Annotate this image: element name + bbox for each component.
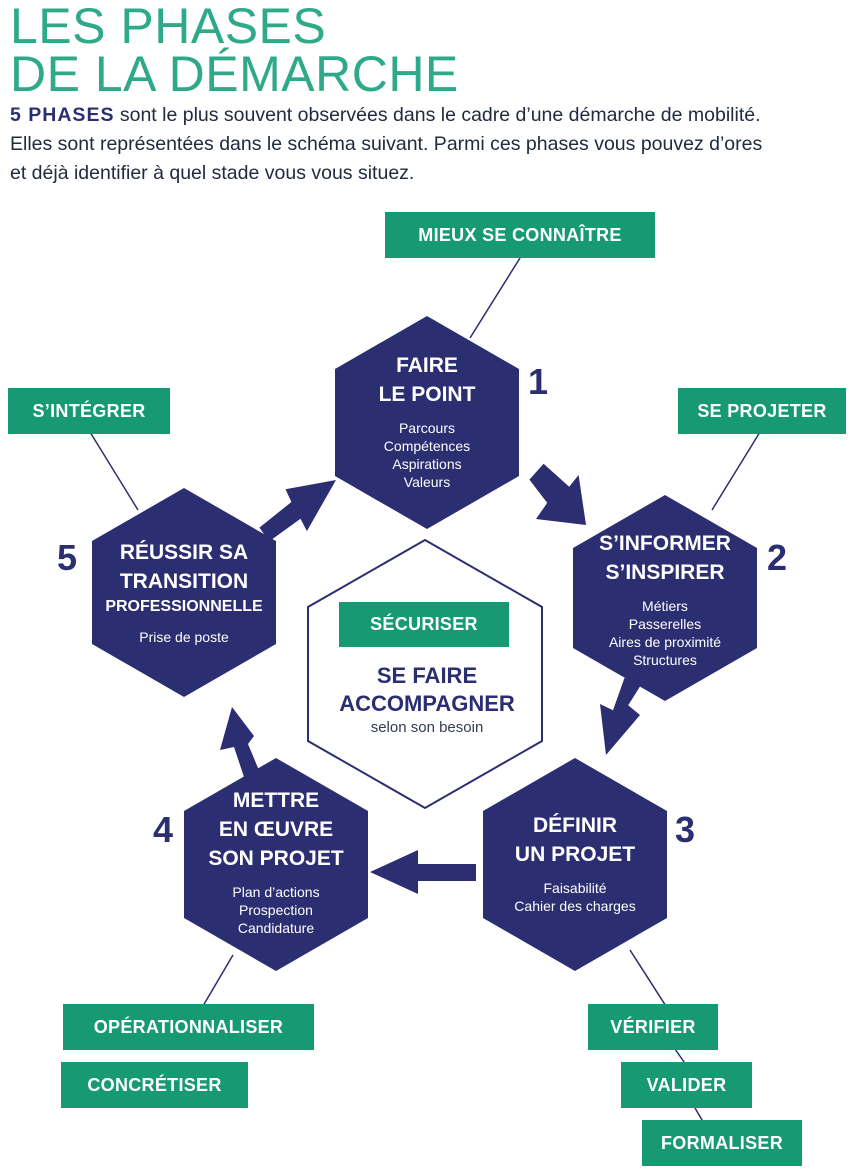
hexagon-phase-3 xyxy=(483,758,667,971)
intro-line-1: 5 PHASES sont le plus souvent observées … xyxy=(10,101,850,130)
phase-4-detail: Candidature xyxy=(237,920,315,936)
center-title-line-2: ACCOMPAGNER xyxy=(339,691,515,716)
phase-2-title-line-1: S’INFORMER xyxy=(599,532,731,555)
tag-se-projeter: SE PROJETER xyxy=(678,388,846,434)
tag-mieux-se-connaitre: MIEUX SE CONNAÎTRE xyxy=(385,212,655,258)
connector-se-projeter xyxy=(711,431,761,511)
tag-valider: VALIDER xyxy=(621,1062,752,1108)
arrow-2-to-3 xyxy=(600,677,642,755)
phase-5-content: RÉUSSIR SA TRANSITION PROFESSIONNELLE Pr… xyxy=(99,538,269,646)
intro-line-3: et déjà identifier à quel stade vous vou… xyxy=(10,162,415,184)
intro-paragraph: 5 PHASES sont le plus souvent observées … xyxy=(10,101,850,188)
phase-1-details: Parcours Compétences Aspirations Valeurs xyxy=(384,419,470,491)
phase-1-title-line-1: FAIRE xyxy=(396,354,458,377)
phase-number-1: 1 xyxy=(528,361,549,402)
phase-number-5: 5 xyxy=(57,537,78,578)
arrow-4-to-5 xyxy=(220,707,263,780)
center-content: SE FAIRE ACCOMPAGNER selon son besoin xyxy=(320,662,534,738)
arrow-3-to-4 xyxy=(370,850,476,894)
intro-line-2: Elles sont représentées dans le schéma s… xyxy=(10,133,763,155)
tag-s-integrer: S’INTÉGRER xyxy=(8,388,170,434)
phase-3-details: Faisabilité Cahier des charges xyxy=(514,879,635,915)
phase-1-title-line-2: LE POINT xyxy=(378,383,476,406)
connector-mieux-se-connaitre xyxy=(469,257,521,339)
tag-operationnaliser: OPÉRATIONNALISER xyxy=(63,1004,314,1050)
phase-1-detail: Valeurs xyxy=(403,474,451,490)
phase-4-title-line-1: METTRE xyxy=(232,789,320,812)
tag-securiser: SÉCURISER xyxy=(339,602,509,647)
center-subtitle: selon son besoin xyxy=(370,719,484,736)
phase-5-detail: Prise de poste xyxy=(139,629,229,645)
phase-4-title-line-3: SON PROJET xyxy=(208,847,344,870)
phase-arrows xyxy=(220,463,642,894)
phase-3-detail: Faisabilité xyxy=(543,880,607,896)
phase-4-details: Plan d’actions Prospection Candidature xyxy=(232,883,319,937)
phase-2-detail: Aires de proximité xyxy=(608,634,722,650)
phase-1-content: FAIRE LE POINT Parcours Compétences Aspi… xyxy=(345,351,509,491)
phase-2-detail: Structures xyxy=(633,652,697,668)
phase-5-title-line-1: RÉUSSIR SA xyxy=(119,541,249,564)
title-line-2: DE LA DÉMARCHE xyxy=(10,46,459,102)
intro-line-1-rest: sont le plus souvent observées dans le c… xyxy=(114,104,761,126)
title-line-1: LES PHASES xyxy=(10,0,327,54)
phase-2-detail: Passerelles xyxy=(628,616,702,632)
phase-2-details: Métiers Passerelles Aires de proximité S… xyxy=(609,597,721,669)
phase-4-detail: Plan d’actions xyxy=(232,884,320,900)
hexagon-phase-1 xyxy=(335,316,519,529)
center-title-line-1: SE FAIRE xyxy=(376,663,478,688)
phase-5-details: Prise de poste xyxy=(139,628,229,646)
phase-1-detail: Aspirations xyxy=(392,456,462,472)
phase-3-detail: Cahier des charges xyxy=(514,898,636,914)
phase-4-title-line-2: EN ŒUVRE xyxy=(218,818,334,841)
phase-number-2: 2 xyxy=(767,537,788,578)
hexagon-phase-5 xyxy=(92,488,276,697)
phase-2-detail: Métiers xyxy=(642,598,688,614)
intro-lead: 5 PHASES xyxy=(10,104,115,126)
tag-verifier: VÉRIFIER xyxy=(588,1004,718,1050)
connector-s-integrer xyxy=(89,431,139,511)
phase-2-title-line-2: S’INSPIRER xyxy=(605,561,725,584)
phase-number-4: 4 xyxy=(153,809,174,850)
phase-5-subtitle: PROFESSIONNELLE xyxy=(105,598,263,615)
phase-2-content: S’INFORMER S’INSPIRER Métiers Passerelle… xyxy=(578,529,752,669)
phase-1-detail: Compétences xyxy=(383,438,471,454)
phase-4-content: METTRE EN ŒUVRE SON PROJET Plan d’action… xyxy=(191,786,361,937)
phase-number-3: 3 xyxy=(675,809,696,850)
phase-3-title-line-1: DÉFINIR xyxy=(533,814,617,837)
hexagon-phase-2 xyxy=(573,495,757,701)
phase-3-title-line-2: UN PROJET xyxy=(514,843,636,866)
phase-1-detail: Parcours xyxy=(398,420,455,436)
arrow-5-to-1 xyxy=(259,480,336,542)
tag-concretiser: CONCRÉTISER xyxy=(61,1062,248,1108)
phase-3-content: DÉFINIR UN PROJET Faisabilité Cahier des… xyxy=(490,811,660,915)
arrow-1-to-2 xyxy=(529,463,586,525)
phase-4-detail: Prospection xyxy=(239,902,313,918)
phase-5-title-line-2: TRANSITION xyxy=(119,570,249,593)
phase-hexagons xyxy=(92,316,757,971)
hexagon-phase-4 xyxy=(184,758,368,971)
tag-formaliser: FORMALISER xyxy=(642,1120,802,1166)
page-title: LES PHASES DE LA DÉMARCHE xyxy=(10,0,459,102)
